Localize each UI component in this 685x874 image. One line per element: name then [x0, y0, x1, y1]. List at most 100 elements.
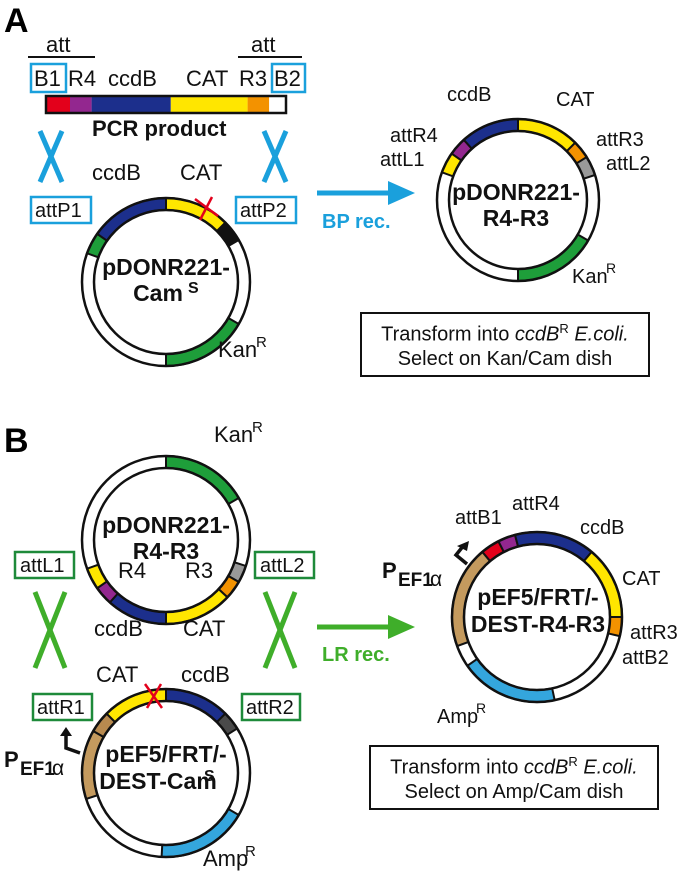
product-a-label-attr4: attR4 — [390, 125, 438, 147]
product-a-label-attr3: attR3 — [596, 129, 644, 151]
donor-plasmid-name-line1: pDONR221- — [102, 254, 230, 280]
plasmid-pdonr221-cams — [80, 196, 252, 368]
lr-reaction-label: LR rec. — [322, 644, 390, 666]
entry-label-kan: Kan — [214, 422, 253, 447]
b2-site-box — [270, 62, 307, 94]
dest-promoter-greek: α — [52, 757, 64, 780]
pcr-segment-attr3 — [247, 96, 270, 113]
pcr-label-r3: R3 — [239, 66, 267, 91]
crossover-right-icon — [261, 130, 289, 183]
entry-name-line2: R4-R3 — [133, 538, 199, 564]
donor-label-cat: CAT — [180, 160, 222, 185]
plasmid-outer-ring — [80, 454, 252, 626]
entry-below-label-cat: CAT — [183, 616, 225, 641]
attr2-site-box — [240, 692, 302, 722]
pcr-label-b2: B2 — [274, 66, 301, 91]
product-b-name-line1: pEF5/FRT/- — [477, 584, 598, 610]
lr-reaction-arrow-icon — [317, 615, 415, 639]
product-b-label-attr3: attR3 — [630, 622, 678, 644]
plasmid-outer-ring — [80, 196, 252, 368]
product-a-label-attl1: attL1 — [380, 149, 424, 171]
instruction-b-line2: Select on Amp/Cam dish — [404, 780, 624, 803]
entry-name-line1: pDONR221- — [102, 512, 230, 538]
attp1-label: attP1 — [35, 200, 82, 222]
pcr-label-r4: R4 — [68, 66, 96, 91]
pcr-segment-attb1 — [46, 96, 70, 113]
product-a-name-line2: R4-R3 — [483, 205, 549, 231]
attl2-site-box — [253, 550, 316, 580]
disruption-x-icon — [143, 683, 164, 709]
donor-label-ccdb: ccdB — [92, 160, 141, 185]
pcr-label-cat: CAT — [186, 66, 228, 91]
instruction-box-a: Transform into ccdBR E.coli. Select on K… — [360, 312, 650, 377]
dest-name-sup: S — [204, 768, 215, 785]
product-b-label-amp: Amp — [437, 706, 478, 728]
dest-promoter-p: P — [4, 747, 19, 772]
disruption-x-icon — [194, 196, 219, 221]
donor-plasmid-name-line2: Cam — [133, 280, 183, 306]
entry-below-label-ccdb: ccdB — [94, 616, 143, 641]
product-a-label-kan: Kan — [572, 266, 608, 288]
plasmid-pef5-frt-dest-cams — [80, 687, 252, 859]
product-b-label-attb2: attB2 — [622, 647, 669, 669]
dest-label-amp-sup: R — [245, 843, 256, 860]
instruction-a-line2: Select on Kan/Cam dish — [397, 347, 613, 370]
pcr-label-b1: B1 — [34, 66, 61, 91]
pcr-bar-outline — [44, 94, 288, 115]
attl1-label: attL1 — [20, 555, 64, 577]
product-b-promoter-p: P — [382, 558, 397, 583]
pcr-segment-attb2 — [269, 96, 286, 113]
attr1-site-box — [31, 692, 94, 722]
donor-label-kan-sup: R — [256, 334, 267, 351]
pcr-label-ccdb: ccdB — [108, 66, 157, 91]
plasmid-pef5-frt-dest-r4-r3-product — [450, 530, 624, 704]
product-b-label-cat: CAT — [622, 568, 661, 590]
product-a-label-attl2: attL2 — [606, 153, 650, 175]
instruction-a-line1: Transform into ccdBR E.coli. — [381, 321, 629, 346]
entry-inner-label-r3: R3 — [185, 558, 213, 583]
pcr-segment-cat — [170, 96, 248, 113]
instruction-box-b: Transform into ccdBR E.coli. Select on A… — [369, 745, 659, 810]
attr2-label: attR2 — [246, 697, 294, 719]
attp2-site-box — [234, 195, 298, 225]
donor-plasmid-name-sup: S — [188, 280, 199, 297]
pcr-segment-ccdb — [91, 96, 171, 113]
bp-reaction-label: BP rec. — [322, 211, 391, 233]
plasmid-inner-ring — [92, 466, 240, 614]
product-b-label-ccdb: ccdB — [580, 517, 624, 539]
plasmid-pdonr221-r4-r3-entry — [80, 454, 252, 626]
b1-site-box — [29, 62, 68, 94]
product-b-label-amp-sup: R — [476, 700, 486, 716]
plasmid-outer-ring — [450, 530, 624, 704]
plasmid-inner-ring — [92, 699, 240, 847]
plasmid-pdonr221-r4-r3-product — [435, 117, 601, 283]
dest-promoter-sub: EF1 — [20, 759, 55, 780]
promoter-arrow-icon — [453, 541, 469, 566]
dest-label-cat: CAT — [96, 662, 138, 687]
attp1-site-box — [29, 195, 93, 225]
product-b-promoter-greek: α — [430, 568, 442, 591]
product-b-promoter-sub: EF1 — [398, 570, 433, 591]
product-a-label-cat: CAT — [556, 89, 595, 111]
promoter-arrow-icon — [60, 727, 81, 755]
dest-label-ccdb: ccdB — [181, 662, 230, 687]
panel-label-b: B — [4, 422, 29, 460]
dest-name-line1: pEF5/FRT/- — [105, 741, 226, 767]
panel-label-a: A — [4, 2, 29, 40]
instruction-b-line1: Transform into ccdBR E.coli. — [390, 754, 638, 779]
pcr-product-bar — [44, 94, 288, 115]
attr1-label: attR1 — [37, 697, 85, 719]
donor-label-kan: Kan — [218, 337, 257, 362]
plasmid-inner-ring — [447, 129, 589, 271]
att-label-right: att — [251, 32, 275, 57]
crossover-left-icon — [37, 130, 65, 183]
crossover-right-icon — [262, 591, 298, 669]
plasmid-inner-ring — [92, 208, 240, 356]
product-b-name-line2: DEST-R4-R3 — [471, 611, 605, 637]
product-b-label-attb1: attB1 — [455, 507, 502, 529]
attp2-label: attP2 — [240, 200, 287, 222]
entry-label-kan-sup: R — [252, 419, 263, 436]
product-b-label-attr4: attR4 — [512, 493, 560, 515]
entry-inner-label-r4: R4 — [118, 558, 146, 583]
